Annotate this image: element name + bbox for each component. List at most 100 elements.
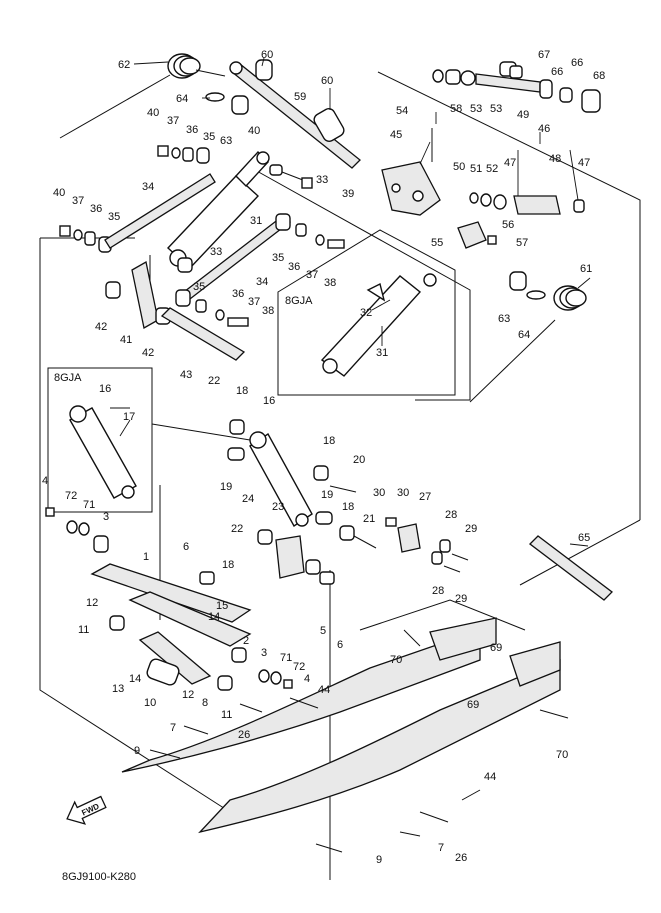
callout-53: 53 — [470, 103, 482, 115]
callout-39: 39 — [342, 188, 354, 200]
leader-lines — [110, 57, 591, 547]
bracket-23 — [257, 529, 335, 585]
callout-61: 61 — [580, 263, 592, 275]
callout-62: 62 — [118, 59, 130, 71]
bolt-4a — [45, 507, 55, 517]
callout-35: 35 — [272, 252, 284, 264]
torsion-spring-left — [59, 53, 226, 139]
callout-9: 9 — [134, 745, 140, 757]
callout-26: 26 — [238, 729, 250, 741]
callout-42: 42 — [95, 321, 107, 333]
callout-1: 1 — [143, 551, 149, 563]
callout-36: 36 — [232, 288, 244, 300]
callout-11: 11 — [221, 709, 232, 721]
callout-30: 30 — [373, 487, 385, 499]
callout-55: 55 — [431, 237, 443, 249]
callout-43: 43 — [180, 369, 192, 381]
callout-71: 71 — [83, 499, 95, 511]
callout-36: 36 — [90, 203, 102, 215]
bushing-42a — [105, 281, 121, 299]
callout-50: 50 — [453, 161, 465, 173]
top-right-parts — [432, 61, 601, 113]
washer-72a — [66, 520, 78, 534]
callout-19: 19 — [220, 481, 232, 493]
callout-22: 22 — [208, 375, 220, 387]
callout-16: 16 — [263, 395, 275, 407]
front-arm-1 — [90, 563, 252, 685]
callout-40: 40 — [248, 125, 260, 137]
bushing-63 — [231, 95, 249, 115]
callout-70: 70 — [556, 749, 568, 761]
callout-53: 53 — [490, 103, 502, 115]
callout-6: 6 — [183, 541, 189, 553]
shaft-65 — [529, 535, 613, 601]
callout-30: 30 — [397, 487, 409, 499]
callout-72: 72 — [65, 490, 77, 502]
link-rods-34 — [104, 173, 291, 303]
bushing-33 — [177, 257, 193, 273]
callout-52: 52 — [486, 163, 498, 175]
callout-45: 45 — [390, 129, 402, 141]
slide-rail-upper — [121, 617, 497, 773]
callout-63: 63 — [220, 135, 232, 147]
torsion-spring-right — [469, 285, 587, 403]
callout-54: 54 — [396, 105, 408, 117]
bushing-3a — [93, 535, 109, 553]
seal-71a — [78, 522, 90, 536]
collar-60a — [255, 59, 273, 81]
bushing-3b — [231, 647, 247, 663]
bushing-11a — [109, 615, 125, 631]
inset-shock-16 — [69, 405, 137, 499]
callout-64: 64 — [518, 329, 530, 341]
callout-29: 29 — [455, 593, 467, 605]
callout-4: 4 — [304, 673, 310, 685]
callout-14: 14 — [208, 611, 220, 623]
callout-60: 60 — [321, 75, 333, 87]
callout-51: 51 — [470, 163, 482, 175]
callout-49: 49 — [517, 109, 529, 121]
callout-9: 9 — [376, 854, 382, 866]
callout-17: 17 — [123, 411, 135, 423]
callout-66: 66 — [551, 66, 563, 78]
arm-45 — [381, 128, 441, 216]
callout-12: 12 — [86, 597, 98, 609]
callout-42: 42 — [142, 347, 154, 359]
callout-2: 2 — [243, 635, 249, 647]
frame-lines — [39, 71, 641, 880]
callout-24: 24 — [242, 493, 254, 505]
callout-69: 69 — [467, 699, 479, 711]
callout-6: 6 — [337, 639, 343, 651]
bushing-63b — [509, 271, 527, 291]
callout-18: 18 — [342, 501, 354, 513]
callout-22: 22 — [231, 523, 243, 535]
callout-29: 29 — [465, 523, 477, 535]
bushing-11b — [217, 675, 233, 691]
washer-64 — [205, 92, 225, 102]
callout-57: 57 — [516, 237, 528, 249]
callout-31: 31 — [250, 215, 262, 227]
callout-68: 68 — [593, 70, 605, 82]
callout-37: 37 — [306, 269, 318, 281]
callout-13: 13 — [112, 683, 124, 695]
bolt-4b — [283, 679, 293, 689]
callout-18: 18 — [222, 559, 234, 571]
callout-35: 35 — [108, 211, 120, 223]
rail-shaft-59 — [229, 61, 361, 169]
bracket-41 — [131, 260, 159, 330]
callout-65: 65 — [578, 532, 590, 544]
callout-59: 59 — [294, 91, 306, 103]
callout-7: 7 — [170, 722, 176, 734]
callout-36: 36 — [186, 124, 198, 136]
callout-15: 15 — [216, 600, 228, 612]
washer-64b — [526, 290, 546, 300]
callout-37: 37 — [167, 115, 179, 127]
callout-37: 37 — [72, 195, 84, 207]
callout-35: 35 — [203, 131, 215, 143]
callout-31: 31 — [376, 347, 388, 359]
callout-71: 71 — [280, 652, 292, 664]
callout-47: 47 — [578, 157, 590, 169]
callout-23: 23 — [272, 501, 284, 513]
callout-18: 18 — [323, 435, 335, 447]
callout-20: 20 — [353, 454, 365, 466]
callout-33: 33 — [316, 174, 328, 186]
